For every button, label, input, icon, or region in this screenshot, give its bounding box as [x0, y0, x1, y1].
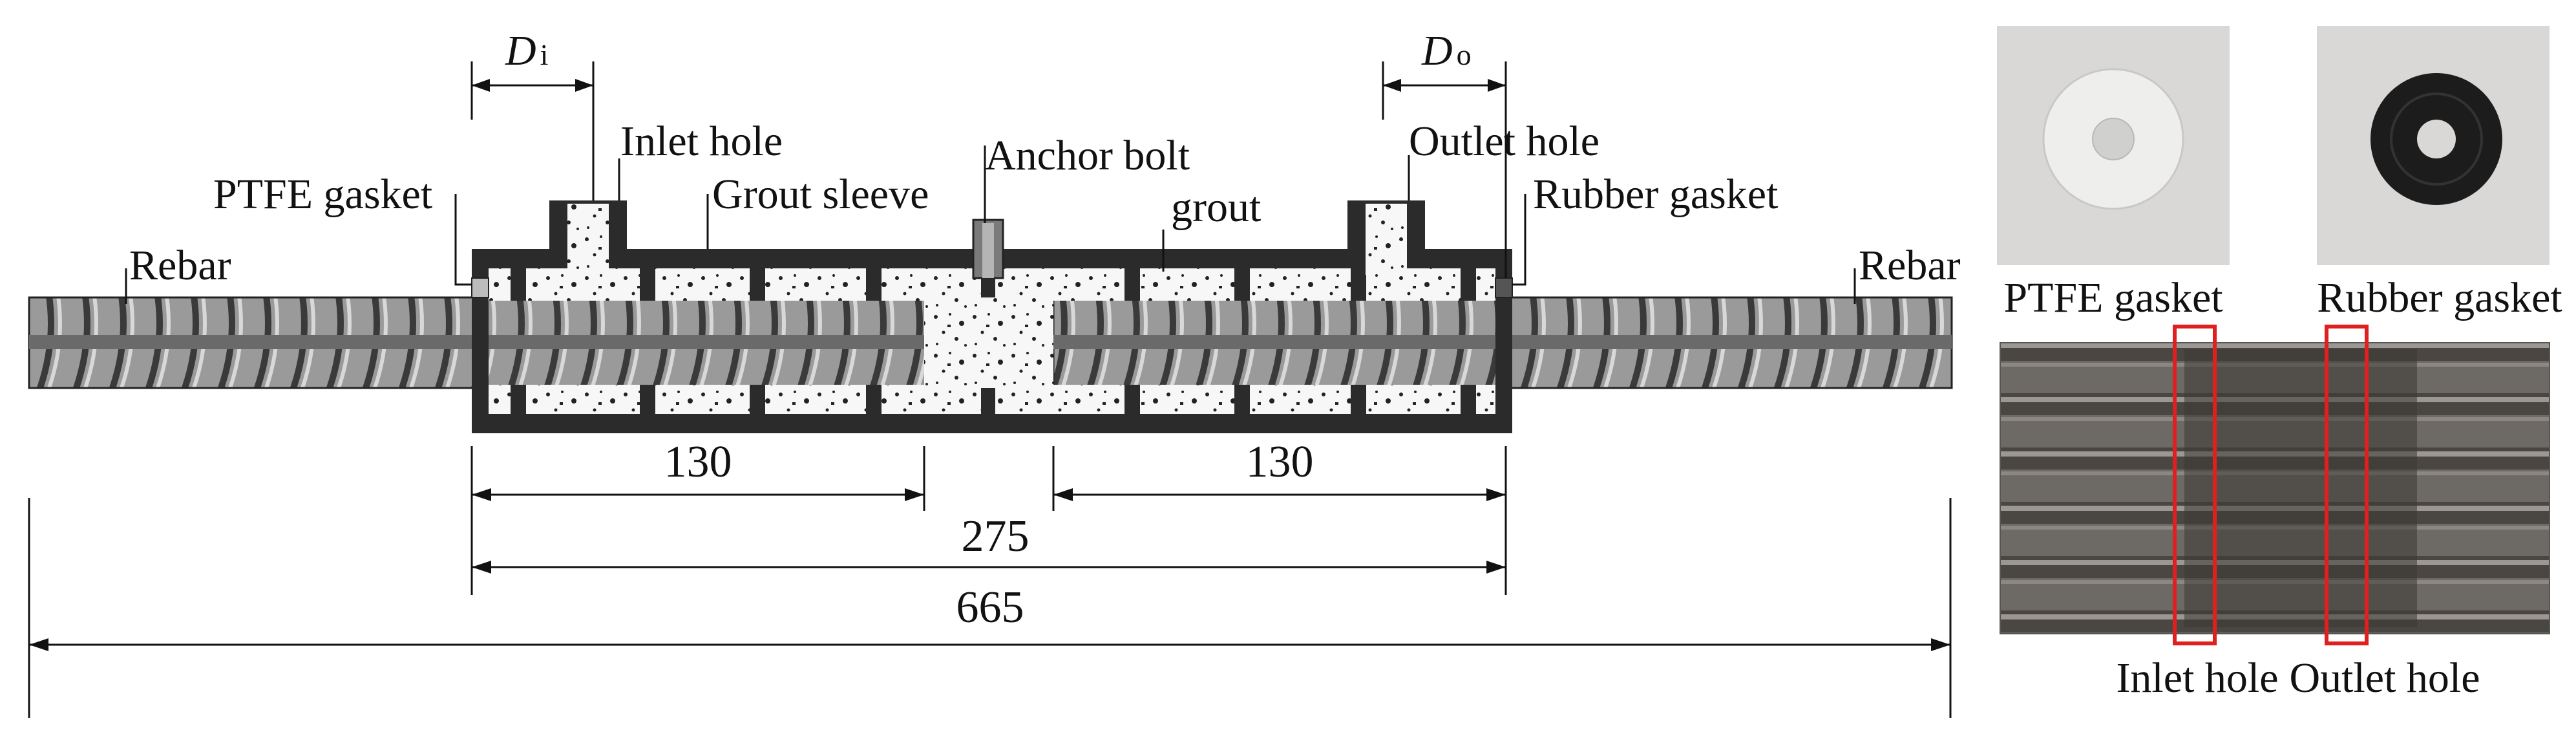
sleeve-inner-ribs: [511, 268, 1476, 414]
rebar-left-core: [29, 335, 1057, 349]
label-anchor-bolt: Anchor bolt: [985, 132, 1190, 179]
inlet-port: [549, 200, 627, 275]
caption-inlet-hole: Inlet hole: [2116, 654, 2278, 702]
center-rebar-gap: [925, 297, 1052, 388]
caption-ptfe-gasket: PTFE gasket: [2003, 274, 2222, 321]
specimens-photo: [2000, 342, 2550, 634]
ptfe-gasket-photo: [1997, 26, 2230, 265]
label-rebar-left: Rebar: [129, 242, 231, 289]
dim-right-embed: 130: [1246, 437, 1314, 487]
outlet-hole-highlight: [2325, 325, 2369, 645]
rubber-gasket: [1495, 277, 1513, 298]
label-rubber-gasket: Rubber gasket: [1533, 171, 1778, 218]
dim-left-embed: 130: [664, 437, 732, 487]
label-outlet-hole: Outlet hole: [1409, 118, 1599, 165]
length-dimensions: 130 130 275 665: [28, 437, 1952, 718]
photos-panel: PTFE gasket Rubber gasket Inlet hole Out…: [1997, 26, 2562, 702]
inlet-hole-highlight: [2173, 325, 2217, 645]
grout-sleeve-bottom-wall: [472, 414, 1512, 433]
dim-sleeve-length: 275: [962, 511, 1029, 561]
dim-total-length: 665: [956, 583, 1024, 632]
label-grout: grout: [1171, 184, 1261, 231]
grout-sleeve-right-end: [1495, 249, 1512, 433]
caption-outlet-hole: Outlet hole: [2289, 654, 2480, 702]
label-inlet-hole: Inlet hole: [620, 118, 783, 165]
label-rebar-right: Rebar: [1859, 242, 1961, 289]
anchor-bolt-shank: [982, 223, 994, 278]
caption-rubber-gasket: Rubber gasket: [2317, 274, 2562, 321]
callout-labels: Rebar Rebar PTFE gasket Inlet hole Grout…: [125, 118, 1961, 304]
outlet-port: [1347, 200, 1425, 275]
cross-section-drawing: [28, 200, 1953, 433]
ptfe-gasket: [471, 277, 489, 298]
grout-sleeve-left-end: [472, 249, 489, 433]
label-grout-sleeve: Grout sleeve: [712, 171, 929, 218]
rubber-gasket-photo: [2317, 26, 2550, 265]
label-ptfe-gasket: PTFE gasket: [213, 171, 432, 218]
